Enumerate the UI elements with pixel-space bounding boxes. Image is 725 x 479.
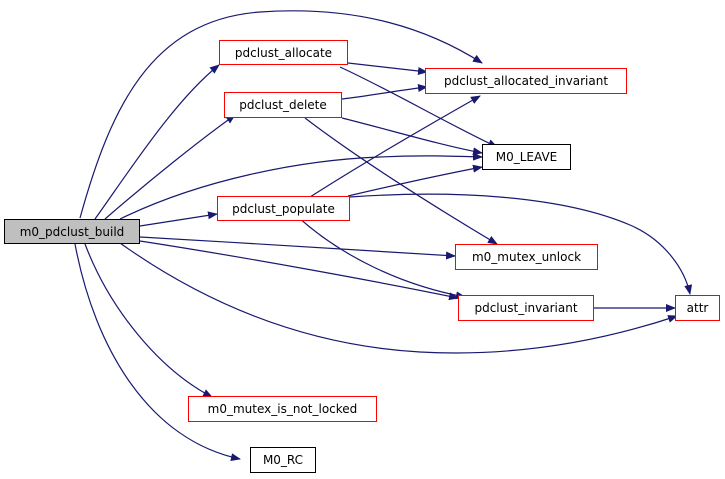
edge-build-to-pdclust-invariant bbox=[139, 240, 459, 301]
edge-delete-to-mutex-unlock bbox=[304, 117, 498, 245]
node-label: m0_mutex_unlock bbox=[471, 250, 582, 264]
edge-populate-to-leave bbox=[347, 164, 483, 197]
node-label: m0_mutex_is_not_locked bbox=[207, 402, 358, 416]
node-label: pdclust_delete bbox=[239, 98, 327, 112]
node-label: pdclust_allocate bbox=[234, 45, 333, 60]
edge-delete-to-leave bbox=[341, 117, 483, 156]
edge-build-to-populate bbox=[139, 211, 218, 227]
node-pdclust-allocate[interactable]: pdclust_allocate bbox=[219, 40, 348, 65]
edge-allocate-to-leave bbox=[339, 66, 498, 148]
node-label: pdclust_invariant bbox=[474, 301, 578, 315]
edge-build-to-mutex-is-not-locked bbox=[84, 243, 213, 398]
node-m0-rc[interactable]: M0_RC bbox=[250, 447, 316, 473]
node-m0-leave[interactable]: M0_LEAVE bbox=[482, 144, 571, 170]
node-label: M0_LEAVE bbox=[495, 150, 558, 164]
edge-build-to-m0-rc bbox=[74, 243, 241, 462]
node-label: M0_RC bbox=[262, 453, 304, 467]
edge-build-to-mutex-unlock bbox=[139, 236, 456, 260]
node-pdclust-populate[interactable]: pdclust_populate bbox=[217, 196, 350, 221]
node-attr[interactable]: attr bbox=[675, 295, 720, 321]
node-pdclust-invariant[interactable]: pdclust_invariant bbox=[458, 295, 594, 321]
edge-populate-to-attr bbox=[349, 193, 693, 295]
node-m0-pdclust-build[interactable]: m0_pdclust_build bbox=[4, 219, 140, 244]
edge-delete-to-allocated-invariant bbox=[341, 84, 428, 100]
edge-populate-to-pdclust-invariant bbox=[297, 216, 466, 300]
edge-build-to-delete bbox=[104, 114, 236, 220]
node-m0-mutex-is-not-locked[interactable]: m0_mutex_is_not_locked bbox=[188, 396, 377, 422]
edge-build-to-attr bbox=[119, 242, 678, 354]
node-pdclust-allocated-invariant[interactable]: pdclust_allocated_invariant bbox=[425, 68, 627, 94]
node-label: m0_pdclust_build bbox=[19, 224, 125, 239]
edge-build-to-allocated-invariant bbox=[79, 10, 483, 219]
edge-populate-to-allocated-invariant bbox=[309, 95, 481, 198]
node-m0-mutex-unlock[interactable]: m0_mutex_unlock bbox=[455, 244, 598, 270]
node-label: attr bbox=[686, 301, 709, 315]
node-label: pdclust_allocated_invariant bbox=[443, 74, 609, 88]
node-pdclust-delete[interactable]: pdclust_delete bbox=[224, 92, 342, 118]
node-label: pdclust_populate bbox=[232, 201, 335, 216]
edge-build-to-leave bbox=[119, 152, 483, 220]
edge-allocate-to-allocated-invariant bbox=[347, 62, 428, 75]
edge-build-to-allocate bbox=[94, 64, 220, 220]
